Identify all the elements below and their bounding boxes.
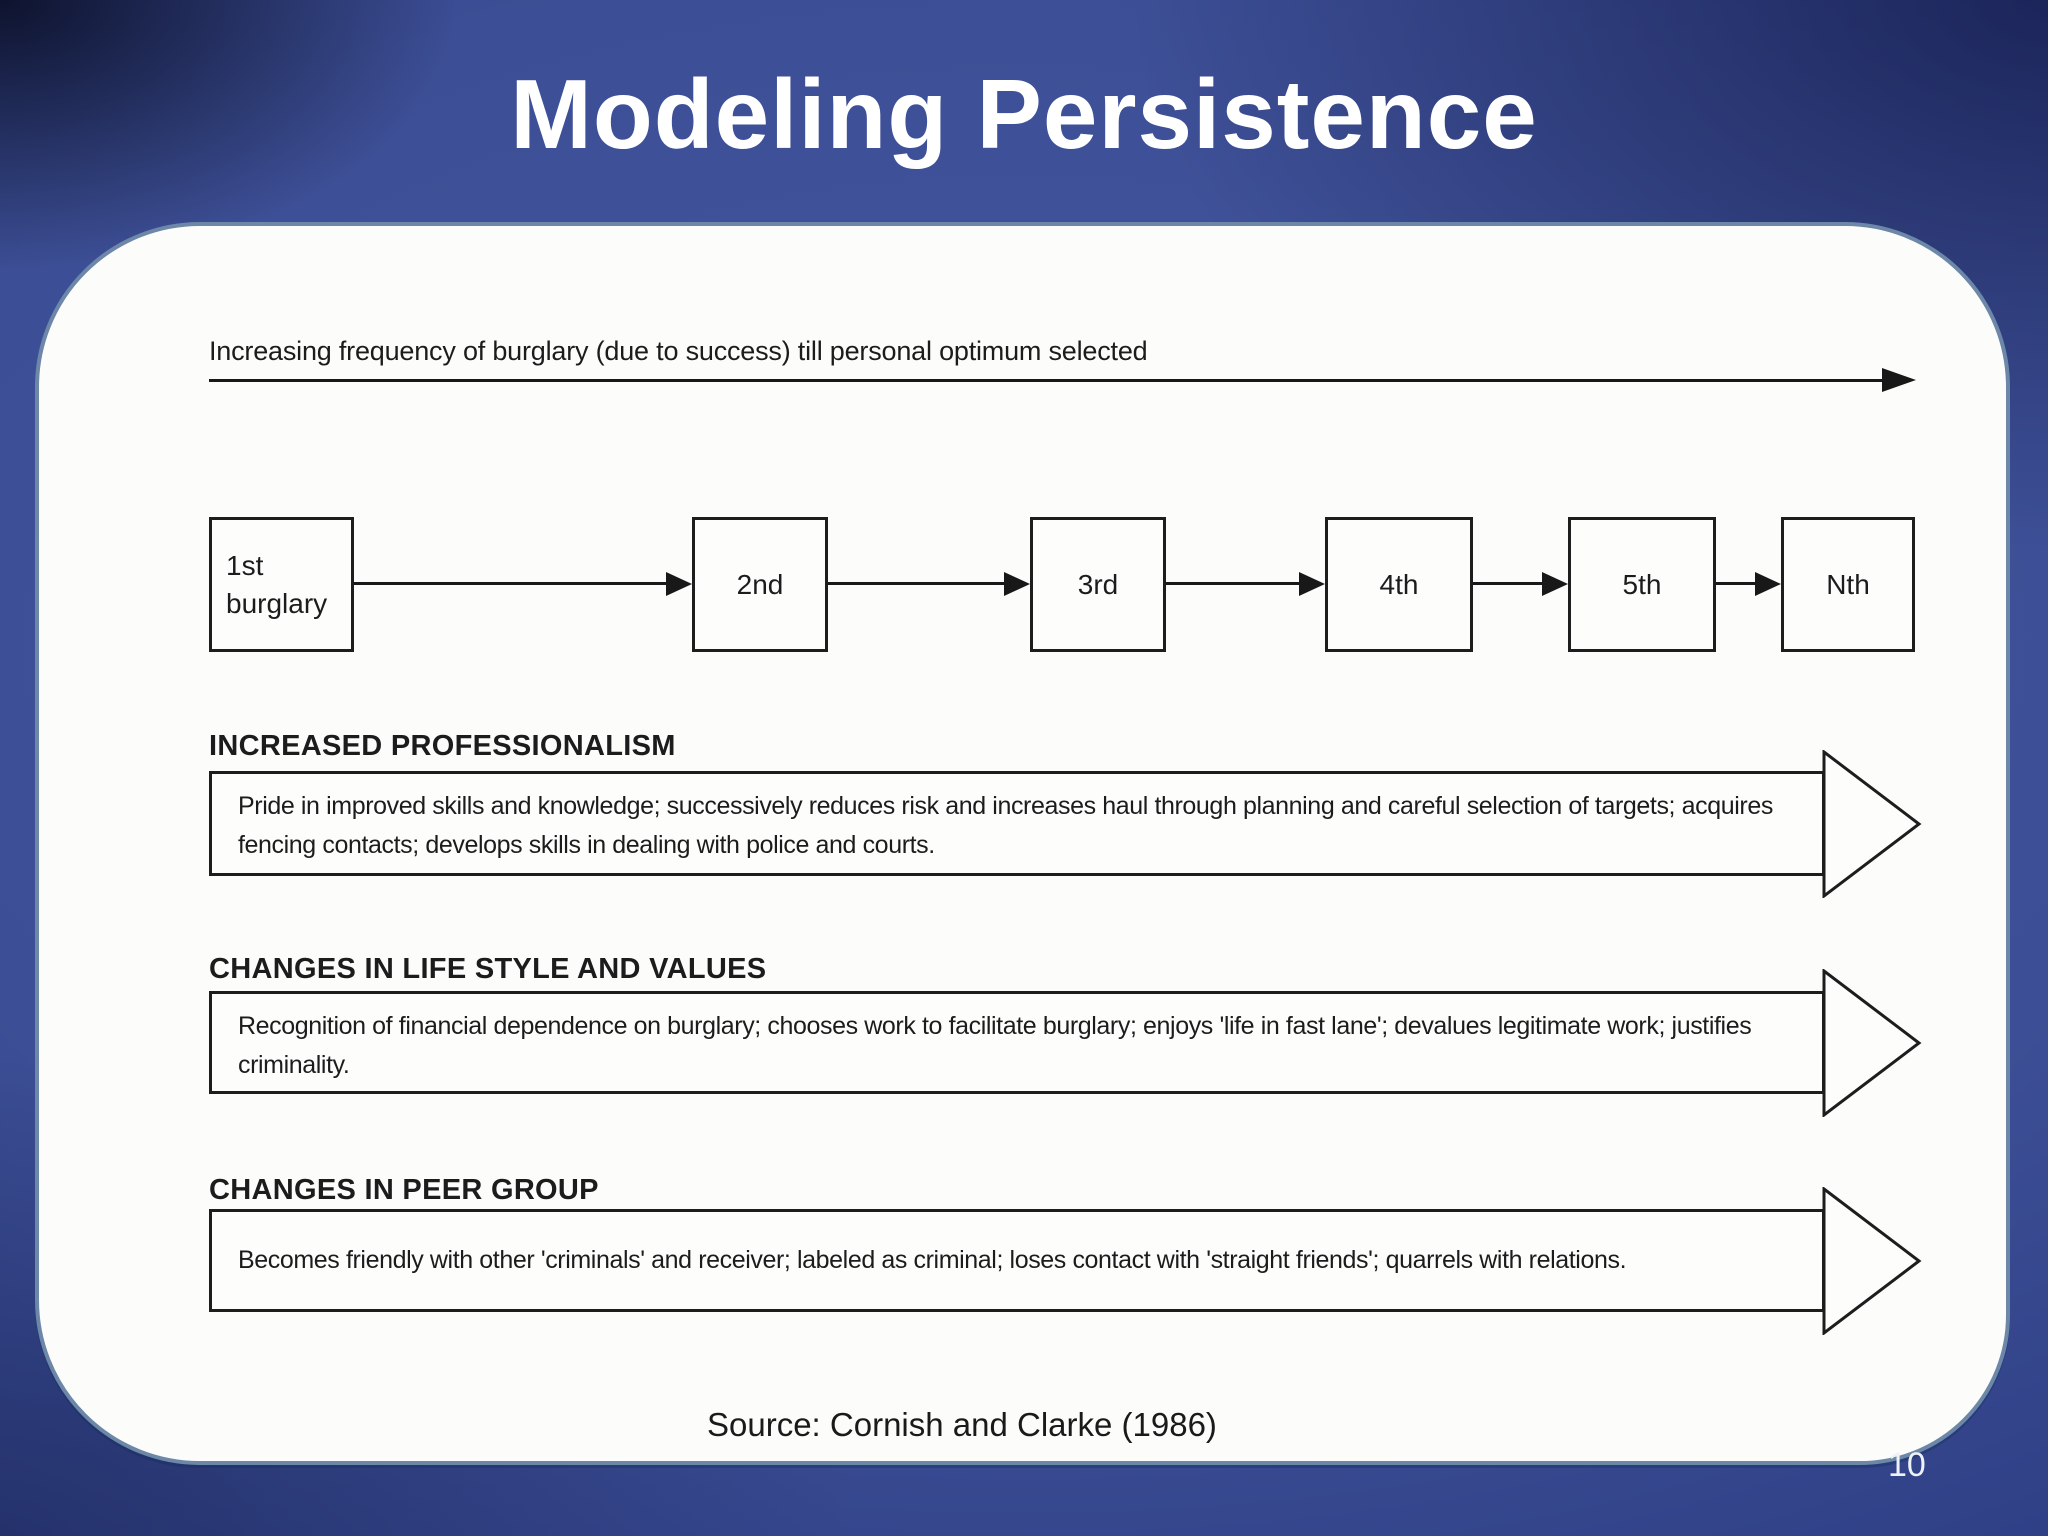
section-text: Recognition of financial dependence on b… [238, 1012, 1752, 1079]
increasing-frequency-label: Increasing frequency of burglary (due to… [209, 336, 1148, 366]
timeline-box-5th: 5th [1568, 517, 1716, 652]
figure-panel: Increasing frequency of burglary (due to… [35, 222, 2010, 1465]
page-number: 10 [1888, 1446, 1926, 1484]
connector-line [828, 582, 1008, 585]
slide-title: Modeling Persistence [510, 59, 1538, 169]
connector-line [1473, 582, 1546, 585]
timeline-box-1st-burglary: 1st burglary [209, 517, 354, 652]
section-arrow-lifestyle: Recognition of financial dependence on b… [209, 991, 1825, 1094]
section-text: Becomes friendly with other 'criminals' … [238, 1246, 1627, 1275]
box-label: 5th [1622, 568, 1662, 600]
section-heading-professionalism: INCREASED PROFESSIONALISM [209, 730, 676, 762]
arrow-head-icon [1822, 1187, 1922, 1335]
top-arrow-line [209, 379, 1884, 382]
timeline-connector [1716, 572, 1781, 596]
arrow-head-icon [1822, 750, 1922, 898]
connector-line [1166, 582, 1303, 585]
arrow-head-icon [1004, 572, 1030, 596]
arrow-head-icon [1299, 572, 1325, 596]
connector-line [354, 582, 670, 585]
box-label: 4th [1379, 568, 1419, 600]
connector-line [1716, 582, 1759, 585]
timeline-connector [828, 572, 1030, 596]
section-arrow-peer-group: Becomes friendly with other 'criminals' … [209, 1209, 1825, 1312]
arrow-head-icon [1755, 572, 1781, 596]
source-caption: Source: Cornish and Clarke (1986) [707, 1406, 1217, 1443]
box-label: Nth [1826, 568, 1870, 600]
top-arrow-head-icon [1882, 368, 1916, 392]
timeline-box-2nd: 2nd [692, 517, 828, 652]
section-arrow-professionalism: Pride in improved skills and knowledge; … [209, 771, 1825, 876]
arrow-head-icon [1542, 572, 1568, 596]
arrow-head-icon [666, 572, 692, 596]
box-label: 2nd [736, 568, 784, 600]
box-label: 1st burglary [226, 549, 328, 619]
timeline-box-4th: 4th [1325, 517, 1473, 652]
section-heading-lifestyle: CHANGES IN LIFE STYLE AND VALUES [209, 953, 767, 985]
box-label: 3rd [1077, 568, 1119, 600]
timeline-connector [354, 572, 692, 596]
timeline-connector [1473, 572, 1568, 596]
timeline-box-nth: Nth [1781, 517, 1915, 652]
arrow-head-icon [1822, 969, 1922, 1117]
section-heading-peer-group: CHANGES IN PEER GROUP [209, 1174, 599, 1206]
timeline-box-3rd: 3rd [1030, 517, 1166, 652]
timeline-connector [1166, 572, 1325, 596]
section-text: Pride in improved skills and knowledge; … [238, 792, 1773, 859]
